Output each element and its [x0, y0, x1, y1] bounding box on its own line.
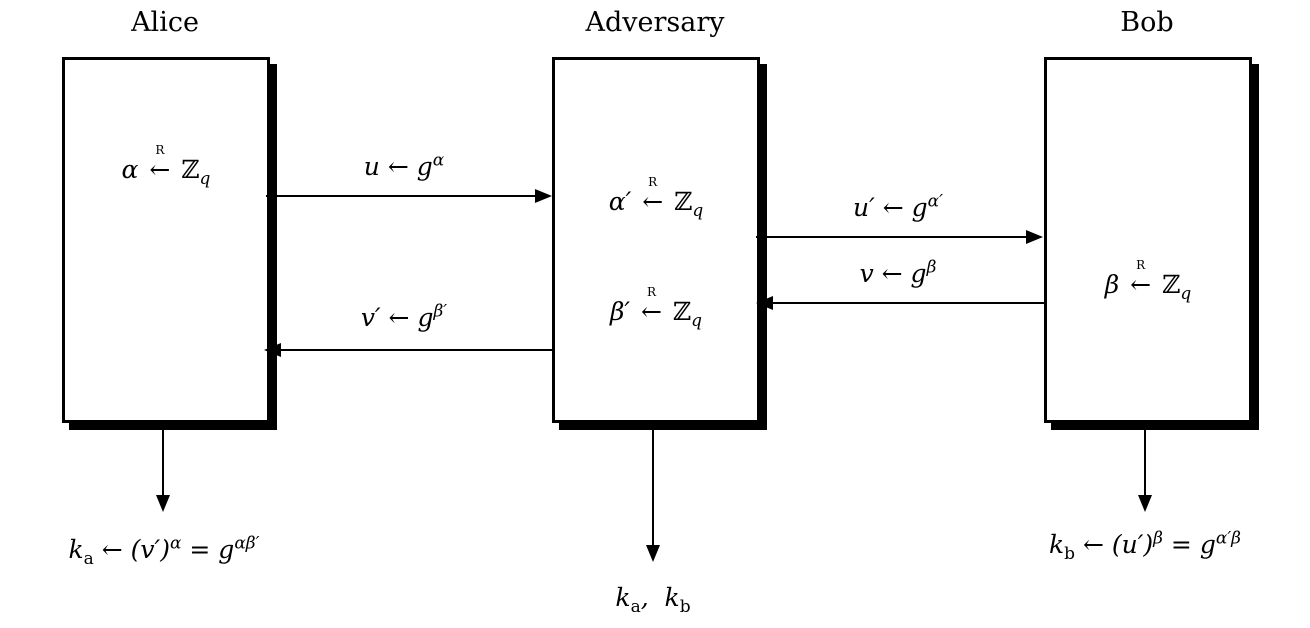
alice-box: α R← ℤq [62, 57, 270, 423]
adversary-output-keys: ka, kb [615, 583, 691, 617]
msg-adversary-to-alice-arrowhead-icon [264, 343, 281, 357]
alice-output-line [162, 424, 164, 496]
msg-adversary-to-alice-label: v′ ← gβ′ [360, 301, 448, 332]
msg-bob-to-adversary-label: v ← gβ [859, 257, 937, 288]
bob-title: Bob [1120, 7, 1174, 38]
bob-state-sample: β R← ℤq [1104, 258, 1192, 304]
bob-output-arrowhead-icon [1138, 495, 1152, 512]
adversary-output-line [652, 424, 654, 546]
adversary-state-sample-beta: β′ R← ℤq [609, 285, 703, 331]
adversary-title: Adversary [585, 7, 725, 38]
adversary-box: α′ R← ℤq β′ R← ℤq [552, 57, 760, 423]
alice-output-key: ka ← (v′)α = gαβ′ [68, 533, 260, 569]
msg-adversary-to-bob-line [756, 236, 1027, 238]
alice-title: Alice [131, 7, 199, 38]
msg-bob-to-adversary-arrowhead-icon [756, 296, 773, 310]
msg-alice-to-adversary-line [266, 195, 536, 197]
msg-alice-to-adversary-label: u ← gα [363, 150, 445, 181]
adversary-state-sample-alpha: α′ R← ℤq [608, 175, 704, 221]
msg-adversary-to-bob-arrowhead-icon [1026, 230, 1043, 244]
adversary-output-arrowhead-icon [646, 545, 660, 562]
bob-output-line [1144, 424, 1146, 496]
alice-output-arrowhead-icon [156, 495, 170, 512]
msg-adversary-to-alice-line [281, 349, 552, 351]
msg-alice-to-adversary-arrowhead-icon [535, 189, 552, 203]
bob-box: β R← ℤq [1044, 57, 1252, 423]
msg-bob-to-adversary-line [773, 302, 1044, 304]
bob-output-key: kb ← (u′)β = gα′β [1048, 528, 1242, 564]
alice-state-sample: α R← ℤq [121, 143, 211, 189]
msg-adversary-to-bob-label: u′ ← gα′ [853, 191, 943, 222]
